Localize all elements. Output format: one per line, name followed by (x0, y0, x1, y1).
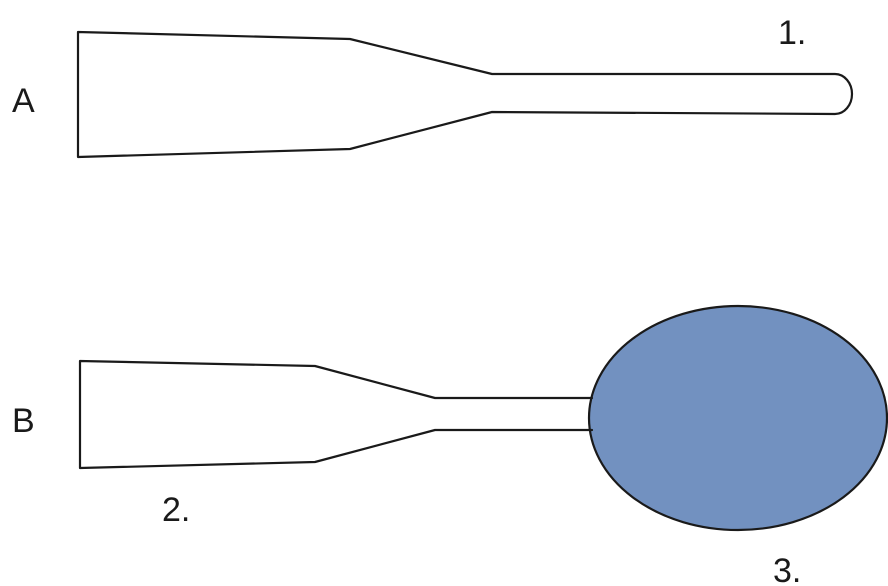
label-b: B (12, 402, 35, 440)
shape-b-outline (78, 359, 594, 470)
shape-b-bulb (587, 304, 888, 532)
marker-2: 2. (162, 491, 190, 529)
marker-3: 3. (773, 552, 801, 586)
shape-a-outline (76, 30, 854, 159)
label-a: A (12, 82, 35, 120)
marker-1: 1. (778, 14, 806, 52)
